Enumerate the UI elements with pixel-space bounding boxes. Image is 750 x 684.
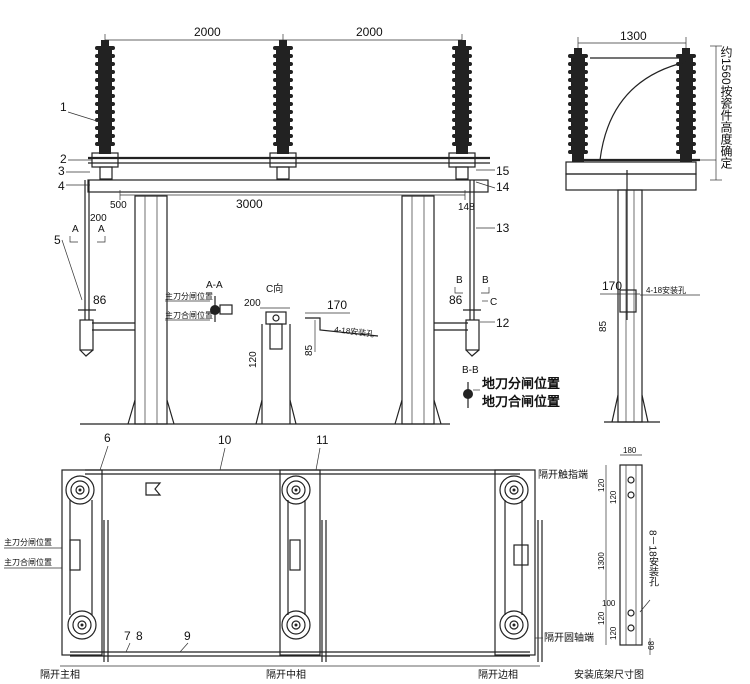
section-b-left: B <box>456 275 463 286</box>
detail-aa-close: 主刀合闸位置 <box>165 310 213 320</box>
base-180: 180 <box>623 446 637 455</box>
detail-bb: B-B 地刀分闸位置 地刀合闸位置 <box>462 365 560 409</box>
dim-148: 148 <box>458 202 475 213</box>
dim-span-right: 2000 <box>356 25 383 39</box>
detail-c-title: C向 <box>266 282 283 295</box>
hole-detail-front: 170 4-18安装孔 85 <box>304 298 379 356</box>
base-120c: 120 <box>597 611 606 625</box>
pulley-main-bottom <box>67 610 97 640</box>
base-1300: 1300 <box>597 552 606 570</box>
side-170: 170 <box>602 279 622 293</box>
hole-front-label: 4-18安装孔 <box>334 324 375 339</box>
label-11: 11 <box>316 433 329 447</box>
base-120a: 120 <box>597 478 606 492</box>
pulley-main-top <box>65 475 95 505</box>
label-6: 6 <box>104 431 111 445</box>
base-68: 68 <box>647 641 656 650</box>
base-hole-label: 8－18安装孔 <box>647 530 659 587</box>
base-detail: 180 120 120 1300 100 120 120 8－18安装孔 68 … <box>574 446 659 681</box>
plan-main-pole: 隔开主相 <box>40 668 80 681</box>
pulley-middle-top <box>281 475 311 505</box>
hole-front-85: 85 <box>304 344 315 356</box>
detail-c: C向 200 120 <box>244 282 297 425</box>
detail-bb-close: 地刀合闸位置 <box>482 394 560 409</box>
label-7: 7 <box>124 629 131 643</box>
detail-aa: A-A 主刀分闸位置 主刀合闸位置 <box>165 280 233 322</box>
label-5: 5 <box>54 233 61 247</box>
insulator-left <box>95 40 115 154</box>
label-4: 4 <box>58 179 65 193</box>
insulator-middle <box>273 40 293 154</box>
label-10: 10 <box>218 433 232 447</box>
base-120d: 120 <box>609 626 618 640</box>
plan-shaft-end: 隔开圆轴端 <box>544 631 594 644</box>
base-caption: 安装底架尺寸图 <box>574 668 644 681</box>
side-85: 85 <box>598 320 609 332</box>
plan-close-pos: 主刀合闸位置 <box>4 557 52 567</box>
side-insulator-left <box>568 48 588 162</box>
pulley-side-top <box>499 475 529 505</box>
dim-beam: 3000 <box>236 197 263 211</box>
pulley-middle-bottom <box>281 610 311 640</box>
side-height-note: 约1560按瓷件高度确定 <box>719 45 733 170</box>
hole-front-170: 170 <box>327 298 347 312</box>
section-c: C <box>490 297 497 308</box>
pulley-side-bottom <box>499 610 529 640</box>
side-hole-label: 4-18安装孔 <box>646 285 686 295</box>
label-12: 12 <box>496 316 510 330</box>
label-13: 13 <box>496 221 510 235</box>
detail-aa-open: 主刀分闸位置 <box>165 291 213 301</box>
side-insulator-right <box>676 48 696 162</box>
section-a-right: A <box>98 224 105 235</box>
plan-view: 6 10 11 7 8 9 主刀分闸位置 主刀合闸位置 隔开触指端 隔开圆轴端 … <box>4 431 594 681</box>
plan-contact-end: 隔开触指端 <box>538 468 588 481</box>
dim-span-left: 2000 <box>194 25 221 39</box>
dim-200: 200 <box>90 213 107 224</box>
label-8: 8 <box>136 629 143 643</box>
plan-middle-pole: 隔开中相 <box>266 668 306 681</box>
label-1: 1 <box>60 100 67 114</box>
insulator-right <box>452 40 472 154</box>
side-view: 1300 约1560按瓷件高度确定 170 4-18安装孔 85 <box>565 29 733 423</box>
detail-aa-title: A-A <box>206 280 223 291</box>
dim-500: 500 <box>110 200 127 211</box>
section-a-left: A <box>72 224 79 235</box>
side-1300: 1300 <box>620 29 647 43</box>
plan-side-pole: 隔开边相 <box>478 668 518 681</box>
detail-bb-title: B-B <box>462 365 479 376</box>
front-view: 2000 2000 3000 200 500 148 <box>54 25 510 425</box>
dim-86-right: 86 <box>449 293 463 307</box>
label-2: 2 <box>60 152 67 166</box>
label-3: 3 <box>58 164 65 178</box>
detail-c-200: 200 <box>244 298 261 309</box>
label-9: 9 <box>184 629 191 643</box>
section-b-right: B <box>482 275 489 286</box>
detail-bb-open: 地刀分闸位置 <box>482 376 560 391</box>
label-15: 15 <box>496 164 510 178</box>
base-100: 100 <box>602 599 616 608</box>
dim-86-left: 86 <box>93 293 107 307</box>
label-14: 14 <box>496 180 510 194</box>
detail-c-120: 120 <box>248 351 259 368</box>
plan-open-pos: 主刀分闸位置 <box>4 537 52 547</box>
base-120b: 120 <box>609 490 618 504</box>
